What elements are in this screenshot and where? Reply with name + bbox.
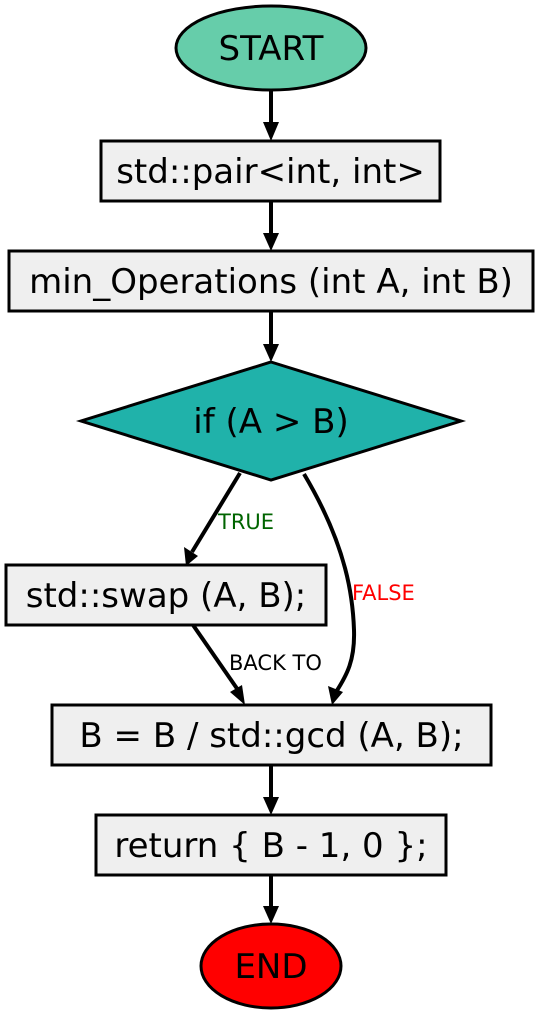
decision-node: if (A > B) [75,360,467,482]
arrowhead-icon [263,906,279,924]
end-node-label: END [234,947,307,987]
decision-diamond-shape [75,360,467,482]
return-label: return { B - 1, 0 }; [114,826,427,866]
assign-label: B = B / std::gcd (A, B); [79,716,463,756]
arrowhead-icon [263,797,279,815]
end-node: END [199,922,343,1010]
edge-true-to-swap [190,471,242,554]
pair-declaration-label: std::pair<int, int> [116,152,425,192]
swap-box [4,563,328,627]
arrowhead-icon [328,686,343,705]
arrowhead-icon [230,685,245,705]
assign-box [50,703,493,767]
arrowhead-icon [263,344,279,362]
pair-declaration-node: std::pair<int, int> [99,139,442,203]
arrowhead-icon [263,233,279,251]
false-edge-label: FALSE [352,581,415,605]
start-node: START [174,4,368,92]
start-node-label: START [219,29,324,69]
return-box [94,813,448,877]
edge-swap-to-assign [191,623,240,692]
swap-node: std::swap (A, B); [4,563,328,627]
function-signature-node: min_Operations (int A, int B) [7,249,535,313]
edge-false-to-assign [302,472,357,694]
swap-label: std::swap (A, B); [26,576,306,616]
end-node-shape [199,922,343,1010]
true-edge-label: TRUE [217,510,274,534]
function-signature-label: min_Operations (int A, int B) [29,262,513,302]
return-node: return { B - 1, 0 }; [94,813,448,877]
decision-label: if (A > B) [193,402,348,442]
arrowhead-icon [184,547,198,566]
assign-node: B = B / std::gcd (A, B); [50,703,493,767]
pair-declaration-box [99,139,442,203]
arrowhead-icon [263,122,279,141]
back-to-edge-label: BACK TO [229,651,322,675]
